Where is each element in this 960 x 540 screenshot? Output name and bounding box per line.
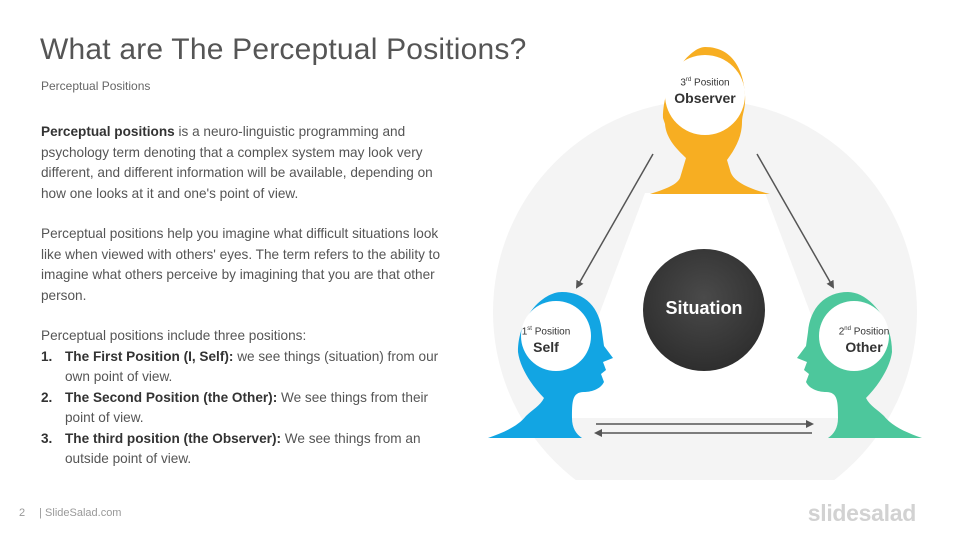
- perceptual-positions-diagram: [488, 47, 922, 480]
- footer-site: | SlideSalad.com: [39, 507, 122, 519]
- other-label: 2nd Position Other: [819, 323, 909, 356]
- page-number: 2: [19, 507, 26, 519]
- paragraph-3: Perceptual positions include three posit…: [41, 328, 307, 343]
- observer-head: [650, 47, 770, 194]
- paragraph-2: Perceptual positions help you imagine wh…: [41, 226, 441, 303]
- list-item: 1. The First Position (I, Self): we see t…: [41, 347, 441, 388]
- paragraph-1-text: is a neuro-linguistic programming and ps…: [41, 124, 433, 201]
- positions-list: 1. The First Position (I, Self): we see t…: [41, 347, 441, 470]
- situation-label: Situation: [665, 298, 743, 318]
- list-item: 3. The third position (the Observer): We …: [41, 429, 441, 470]
- list-number: 3.: [41, 430, 53, 446]
- page-title: What are The Perceptual Positions?: [40, 33, 527, 66]
- situation-circle: [643, 249, 765, 371]
- list-item: 2. The Second Position (the Other): We se…: [41, 388, 441, 429]
- self-position-text: 1st Position: [521, 326, 571, 338]
- page-subtitle: Perceptual Positions: [41, 79, 151, 93]
- brand-logo: slidesalad: [807, 500, 917, 526]
- footer: 2 | SlideSalad.com: [19, 507, 121, 519]
- other-head: [797, 292, 922, 438]
- list-item-text: we see things (situation) from our own p…: [65, 348, 439, 385]
- list-item-title: The Second Position (the Other):: [65, 389, 278, 405]
- list-number: 2.: [41, 389, 53, 405]
- other-position-text: 2nd Position: [838, 326, 890, 338]
- observer-position-text: 3rd Position: [680, 77, 730, 89]
- term-bold: Perceptual positions: [41, 124, 175, 139]
- body-text: Perceptual positions is a neuro-linguist…: [41, 122, 441, 470]
- list-item-text: We see things from their point of view.: [65, 389, 429, 426]
- paragraph-1: Perceptual positions is a neuro-linguist…: [41, 122, 441, 204]
- list-item-title: The First Position (I, Self):: [65, 348, 234, 364]
- list-item-text: We see things from an outside point of v…: [65, 430, 421, 467]
- self-name: Self: [533, 339, 559, 356]
- self-head: [488, 292, 613, 438]
- arrow-observer-to-self: [576, 153, 654, 289]
- other-name: Other: [845, 339, 883, 356]
- list-number: 1.: [41, 348, 53, 364]
- list-item-title: The third position (the Observer):: [65, 430, 281, 446]
- observer-name: Observer: [674, 90, 736, 107]
- arrow-observer-to-other: [756, 153, 834, 289]
- observer-label: 3rd Position Observer: [660, 74, 750, 107]
- self-label: 1st Position Self: [501, 323, 591, 356]
